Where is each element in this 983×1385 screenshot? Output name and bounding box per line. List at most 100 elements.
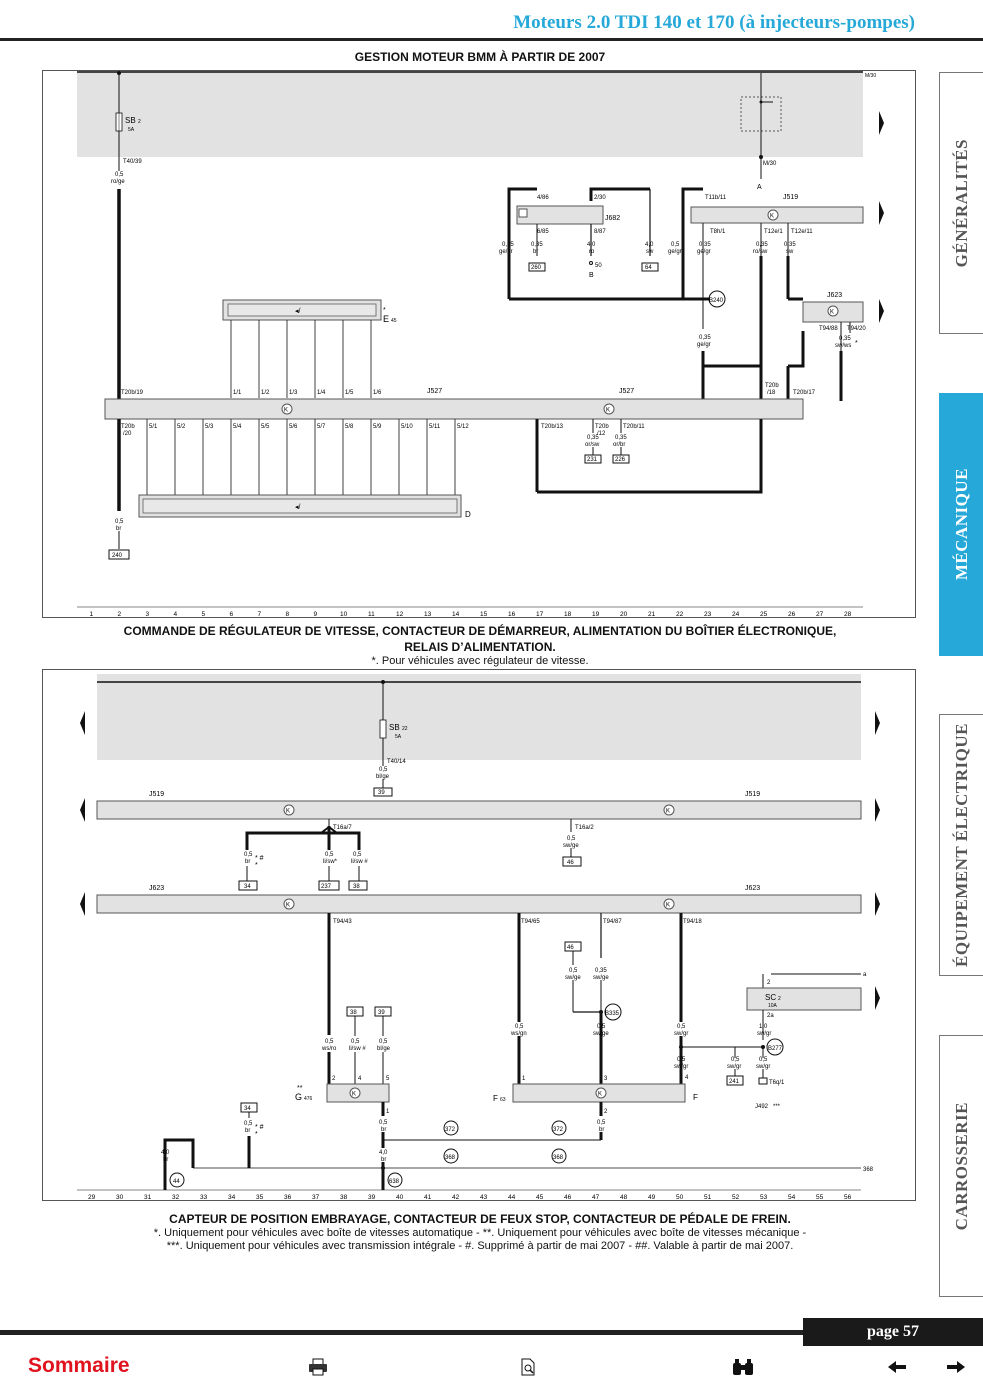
svg-text:ws/ro: ws/ro [321,1046,337,1052]
svg-text:368: 368 [863,1167,874,1173]
tab-equipement-electrique[interactable]: ÉQUIPEMENT ÉLECTRIQUE [939,714,983,976]
sommaire-link[interactable]: Sommaire [28,1354,130,1377]
diagram2-top-panel [97,674,861,760]
wiring-diagram-2: SB 22 5A T40/14 0,5 bl/ge 39 J519 J519 K… [42,669,916,1201]
svg-text:T6q/1: T6q/1 [769,1080,785,1086]
svg-text:K: K [284,408,288,414]
svg-text:***: *** [773,1104,781,1110]
svg-text:T20b: T20b [121,424,135,430]
svg-text:226: 226 [615,457,626,463]
svg-text:D: D [465,510,471,519]
printer-icon[interactable] [306,1356,330,1378]
svg-text:T20b/17: T20b/17 [793,390,816,396]
svg-text:1/3: 1/3 [289,390,298,396]
section1-caption-note: *. Pour véhicules avec régulateur de vit… [371,655,589,667]
svg-text:A: A [757,184,762,191]
svg-text:ge/gr: ge/gr [697,342,711,348]
svg-text:B277: B277 [768,1046,783,1052]
svg-text:5/10: 5/10 [401,424,413,430]
ruler-column-number: 17 [536,611,544,618]
svg-text:1: 1 [522,1076,526,1082]
document-icon[interactable] [516,1356,540,1378]
svg-text:K: K [666,903,670,909]
svg-text:/12: /12 [597,431,606,437]
section2-caption-note-2: ***. Uniquement pour véhicules avec tran… [166,1240,794,1252]
svg-text:J519: J519 [783,194,798,201]
tab-mecanique[interactable]: MÉCANIQUE [939,393,983,656]
arrow-left-icon[interactable] [885,1356,909,1378]
ruler-column-number: 40 [396,1194,404,1201]
svg-text:4: 4 [358,1076,362,1082]
svg-text:/18: /18 [767,390,776,396]
ruler-column-number: 49 [648,1194,656,1201]
ruler-column-number: 31 [144,1194,152,1201]
svg-text:1: 1 [386,1109,390,1115]
ruler-column-number: 56 [844,1194,852,1201]
svg-text:0,5: 0,5 [379,1120,388,1126]
svg-text:T94/87: T94/87 [603,919,622,925]
svg-text:4,0: 4,0 [587,242,596,248]
svg-text:T20b/19: T20b/19 [121,390,144,396]
svg-text:SB: SB [389,723,400,732]
svg-text:or/sw: or/sw [585,442,600,448]
svg-text:a: a [863,972,867,978]
svg-text:63: 63 [500,1097,506,1103]
svg-text:0,35: 0,35 [699,242,711,248]
svg-text:ge/gr: ge/gr [499,249,513,255]
svg-text:B: B [589,272,594,279]
ruler-column-number: 21 [648,611,656,618]
svg-text:ro: ro [589,249,595,255]
svg-text:0,5: 0,5 [379,767,388,773]
svg-text:sw/gr: sw/gr [727,1064,741,1070]
svg-text:br: br [245,859,250,865]
svg-text:5/12: 5/12 [457,424,469,430]
svg-text:368: 368 [445,1155,456,1161]
svg-text:K: K [286,903,290,909]
svg-text:T16a/2: T16a/2 [575,825,594,831]
tab-carrosserie[interactable]: CARROSSERIE [939,1035,983,1297]
svg-text:T94/65: T94/65 [521,919,540,925]
svg-text:237: 237 [321,884,332,890]
svg-text:K: K [352,1092,356,1098]
svg-text:372: 372 [445,1127,456,1133]
svg-text:J527: J527 [619,388,634,395]
svg-text:sw: sw [786,249,794,255]
svg-text:br: br [116,526,121,532]
svg-text:0,5: 0,5 [325,1039,334,1045]
svg-text:22: 22 [402,726,408,732]
svg-text:0,35: 0,35 [587,435,599,441]
svg-text:T20b/11: T20b/11 [623,424,645,430]
svg-text:368: 368 [553,1155,564,1161]
svg-text:br: br [163,1157,168,1163]
svg-text:0,5: 0,5 [569,968,578,974]
svg-text:34: 34 [244,1106,251,1112]
ruler-column-number: 3 [146,611,150,618]
svg-text:0,5: 0,5 [759,1057,768,1063]
ruler-column-number: 43 [480,1194,488,1201]
svg-text:0,35: 0,35 [615,435,627,441]
svg-text:0,5: 0,5 [244,1121,253,1127]
ruler-column-number: 10 [340,611,348,618]
ruler-column-number: 30 [116,1194,124,1201]
ruler-column-number: 27 [816,611,824,618]
svg-text:* #: * # [255,855,264,862]
svg-text:J492: J492 [755,1104,769,1110]
ruler-column-number: 46 [564,1194,572,1201]
arrow-right-icon[interactable] [944,1356,968,1378]
ruler-column-number: 33 [200,1194,208,1201]
svg-text:sw/gr: sw/gr [757,1031,771,1037]
ruler-column-number: 39 [368,1194,376,1201]
wiring-diagram-1: M/30 SB 2 5A T40/39 0,5 ro/ge M/30 A 4/8… [42,70,916,618]
svg-text:10A: 10A [768,1003,778,1009]
svg-text:64: 64 [645,265,652,271]
svg-text:B335: B335 [605,1011,620,1017]
svg-text:◂/: ◂/ [295,308,301,315]
svg-text:2: 2 [778,996,781,1002]
svg-text:sw/ge: sw/ge [593,1031,609,1037]
binoculars-icon[interactable] [731,1356,755,1378]
ruler-column-number: 8 [286,611,290,618]
ruler-column-number: 5 [202,611,206,618]
tab-generalites[interactable]: GÉNÉRALITÉS [939,72,983,334]
svg-text:T12e/1: T12e/1 [764,229,783,235]
